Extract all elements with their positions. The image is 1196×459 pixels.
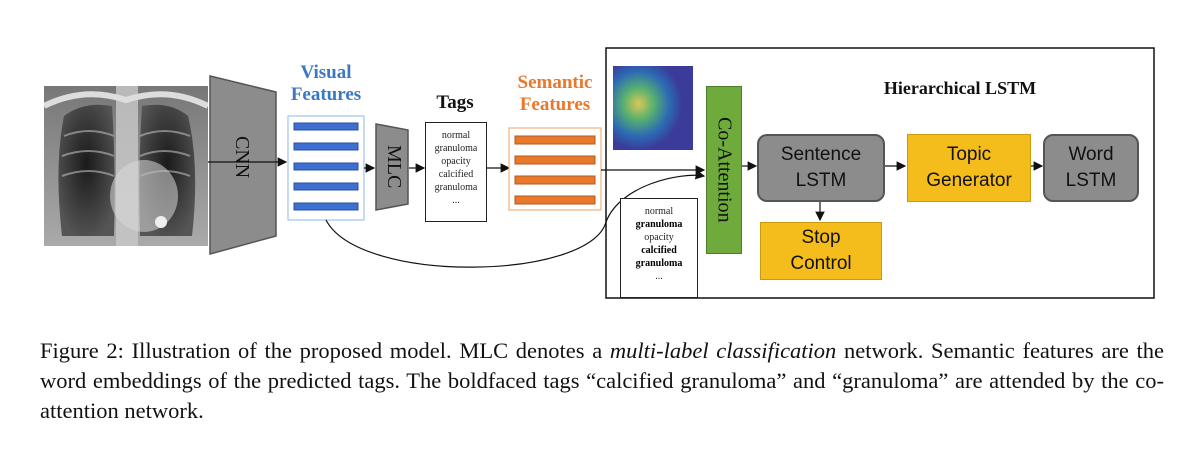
attended-tag: granuloma (635, 258, 683, 269)
caption-suffix: network. Semantic features are the word … (40, 338, 1164, 423)
tag-item: granuloma (434, 182, 478, 193)
tag-item: calcified (438, 169, 474, 180)
tag-item: normal (441, 130, 471, 141)
model-diagram: CNN Visual Features MLC Tags normal gran… (44, 47, 1155, 299)
cnn-block (209, 75, 277, 255)
tags-title: Tags (436, 92, 474, 113)
attended-tag: granuloma (635, 219, 683, 230)
attention-heatmap-image (613, 66, 693, 150)
visual-feature-bars (293, 122, 359, 211)
visual-features-label: Visual Features (290, 62, 362, 105)
co-attention-block: Co-Attention (706, 86, 742, 254)
tag-item: granuloma (434, 143, 478, 154)
caption-prefix: Figure 2: Illustration of the proposed m… (40, 338, 610, 363)
attended-tag: ... (655, 271, 663, 282)
chest-xray-image (44, 86, 208, 246)
predicted-tags-box: normal granuloma opacity calcified granu… (425, 122, 487, 222)
tag-item: opacity (441, 156, 471, 167)
mlc-block (375, 123, 409, 211)
cnn-label: CNN (231, 136, 253, 179)
attended-tags-box: normal granuloma opacity calcified granu… (620, 198, 698, 298)
attended-tag: opacity (644, 232, 674, 243)
semantic-features-label: Semantic Features (517, 72, 593, 115)
diagram-canvas (208, 47, 1155, 299)
hierarchical-lstm-title: Hierarchical LSTM (883, 78, 1037, 98)
tag-item: ... (452, 195, 460, 206)
attended-tag: normal (644, 206, 674, 217)
attended-tag: calcified (641, 245, 677, 256)
visual-to-coattention-arrow (325, 169, 706, 268)
caption-emphasis: multi-label classification (609, 338, 837, 363)
semantic-feature-bars (514, 135, 596, 205)
hierarchical-lstm-container (605, 47, 1155, 299)
mlc-label: MLC (383, 145, 405, 189)
co-attention-label: Co-Attention (713, 117, 736, 223)
figure-caption: Figure 2: Illustration of the proposed m… (40, 336, 1164, 426)
